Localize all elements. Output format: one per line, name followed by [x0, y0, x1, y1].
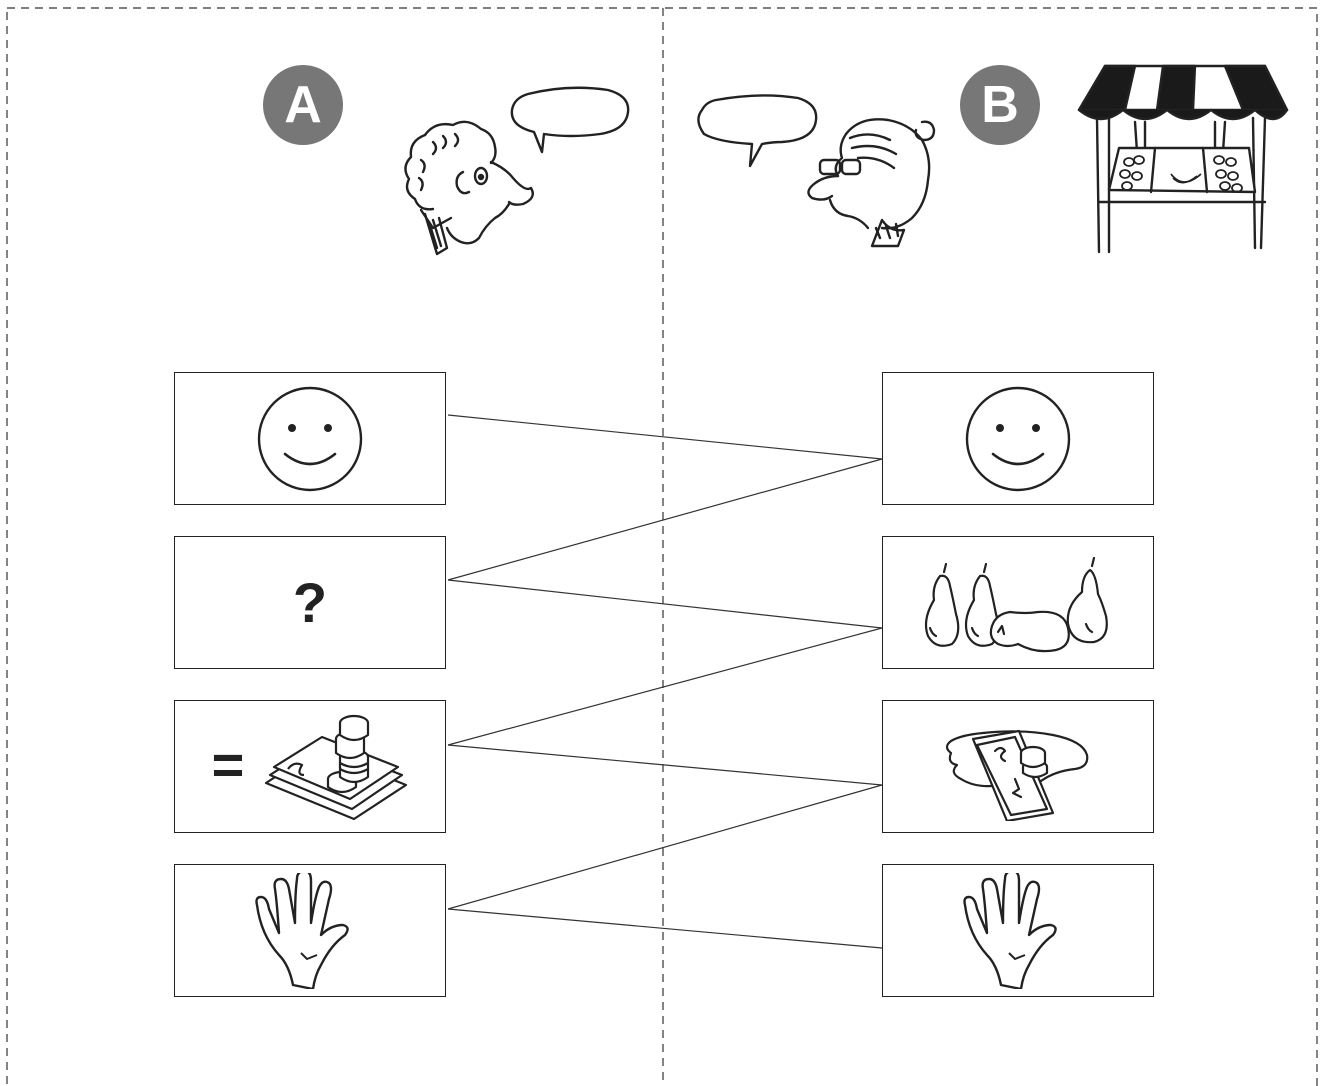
card-a-equals-money: = — [174, 700, 446, 833]
hand-icon — [963, 872, 1057, 989]
money-icon — [265, 714, 408, 820]
equals-sign: = — [211, 733, 245, 796]
hand-icon — [255, 872, 349, 989]
payment-hand-icon — [945, 729, 1089, 821]
badge-b: B — [960, 65, 1040, 145]
card-a-smiley — [174, 372, 446, 505]
card-b-payment — [882, 700, 1154, 833]
card-a-question: ? — [174, 536, 446, 669]
card-a-hand — [174, 864, 446, 997]
speech-bubble-icon — [508, 82, 634, 162]
dashed-border — [6, 7, 1318, 1086]
smiley-icon — [257, 386, 363, 491]
connector-lines — [447, 414, 883, 949]
card-b-smiley — [882, 372, 1154, 505]
market-stall-icon — [1075, 62, 1291, 258]
smiley-icon — [965, 386, 1071, 491]
pears-icon — [924, 556, 1108, 652]
badge-a: A — [263, 65, 343, 145]
card-b-pears — [882, 536, 1154, 669]
speech-bubble-icon — [694, 92, 820, 172]
card-b-hand — [882, 864, 1154, 997]
question-mark: ? — [292, 571, 328, 634]
vendor-icon — [790, 108, 940, 248]
customer-icon — [385, 110, 545, 260]
